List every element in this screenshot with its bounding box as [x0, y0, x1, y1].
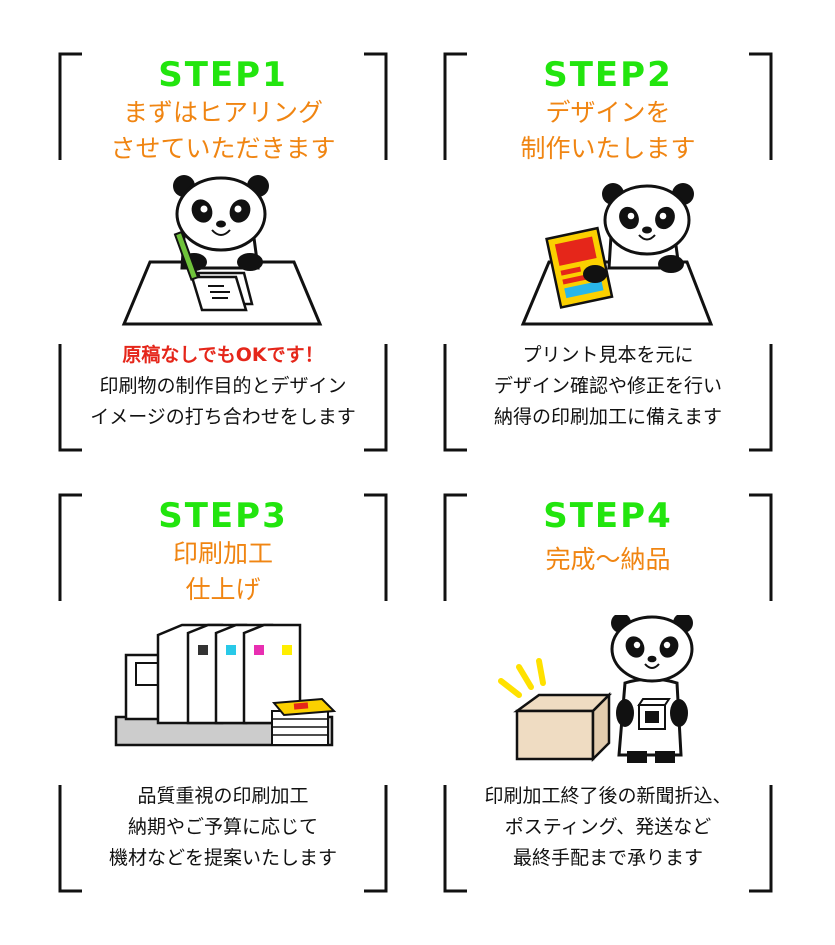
step-description-line: 印刷物の制作目的とデザイン [99, 375, 347, 397]
step-label: STEP2 [543, 55, 673, 95]
step-card-2: STEP2 デザインを 制作いたします プリント見 [443, 52, 773, 452]
step-label: STEP4 [543, 496, 673, 536]
step-label: STEP1 [158, 55, 288, 95]
frame-bottom-bracket [58, 785, 388, 893]
frame-bottom-bracket [58, 344, 388, 452]
step-description-line: 納得の印刷加工に備えます [493, 406, 722, 428]
panda-proof-icon [520, 183, 714, 326]
printer-machine-icon [114, 623, 337, 747]
step-card-4: STEP4 完成～納品 印刷加工終了後 [443, 493, 773, 893]
step-description-line: 機材などを提案いたします [108, 847, 337, 869]
panda-delivery-icon [498, 615, 694, 763]
step-label: STEP3 [158, 496, 288, 536]
step-description-line: 印刷加工終了後の新聞折込、 [484, 785, 732, 807]
step-subtitle-line: まずはヒアリング [122, 98, 323, 127]
step-subtitle-line: 仕上げ [185, 575, 261, 604]
step-subtitle-line: 制作いたします [520, 134, 696, 163]
step-description-line: 最終手配まで承ります [512, 847, 703, 869]
frame-top-bracket [443, 52, 773, 160]
frame-top-bracket [443, 493, 773, 601]
step-subtitle-line: デザインを [545, 98, 671, 127]
frame-top-bracket [58, 493, 388, 601]
step-description-line: イメージの打ち合わせをします [90, 406, 356, 428]
step-description-line: プリント見本を元に [522, 344, 694, 366]
step-description-line: 納期やご予算に応じて [127, 816, 318, 838]
step-description-line: 品質重視の印刷加工 [137, 785, 309, 807]
step-subtitle-line: させていただきます [110, 134, 336, 163]
step-card-3: STEP3 印刷加工 仕上げ 品質重視の印刷加工 納期やご予算に応じて 機材など… [58, 493, 388, 893]
step-description-line: デザイン確認や修正を行い [493, 375, 722, 397]
panda-writing-icon [121, 175, 323, 326]
step-card-1: STEP1 まずはヒアリング させていただきます [58, 52, 388, 452]
frame-bottom-bracket [443, 344, 773, 452]
step-description-line: ポスティング、発送など [504, 816, 712, 838]
step-subtitle-line: 完成～納品 [545, 545, 671, 574]
step-emphasis: 原稿なしでもOKです！ [122, 344, 324, 366]
frame-top-bracket [58, 52, 388, 160]
step-subtitle-line: 印刷加工 [172, 539, 273, 568]
frame-bottom-bracket [443, 785, 773, 893]
